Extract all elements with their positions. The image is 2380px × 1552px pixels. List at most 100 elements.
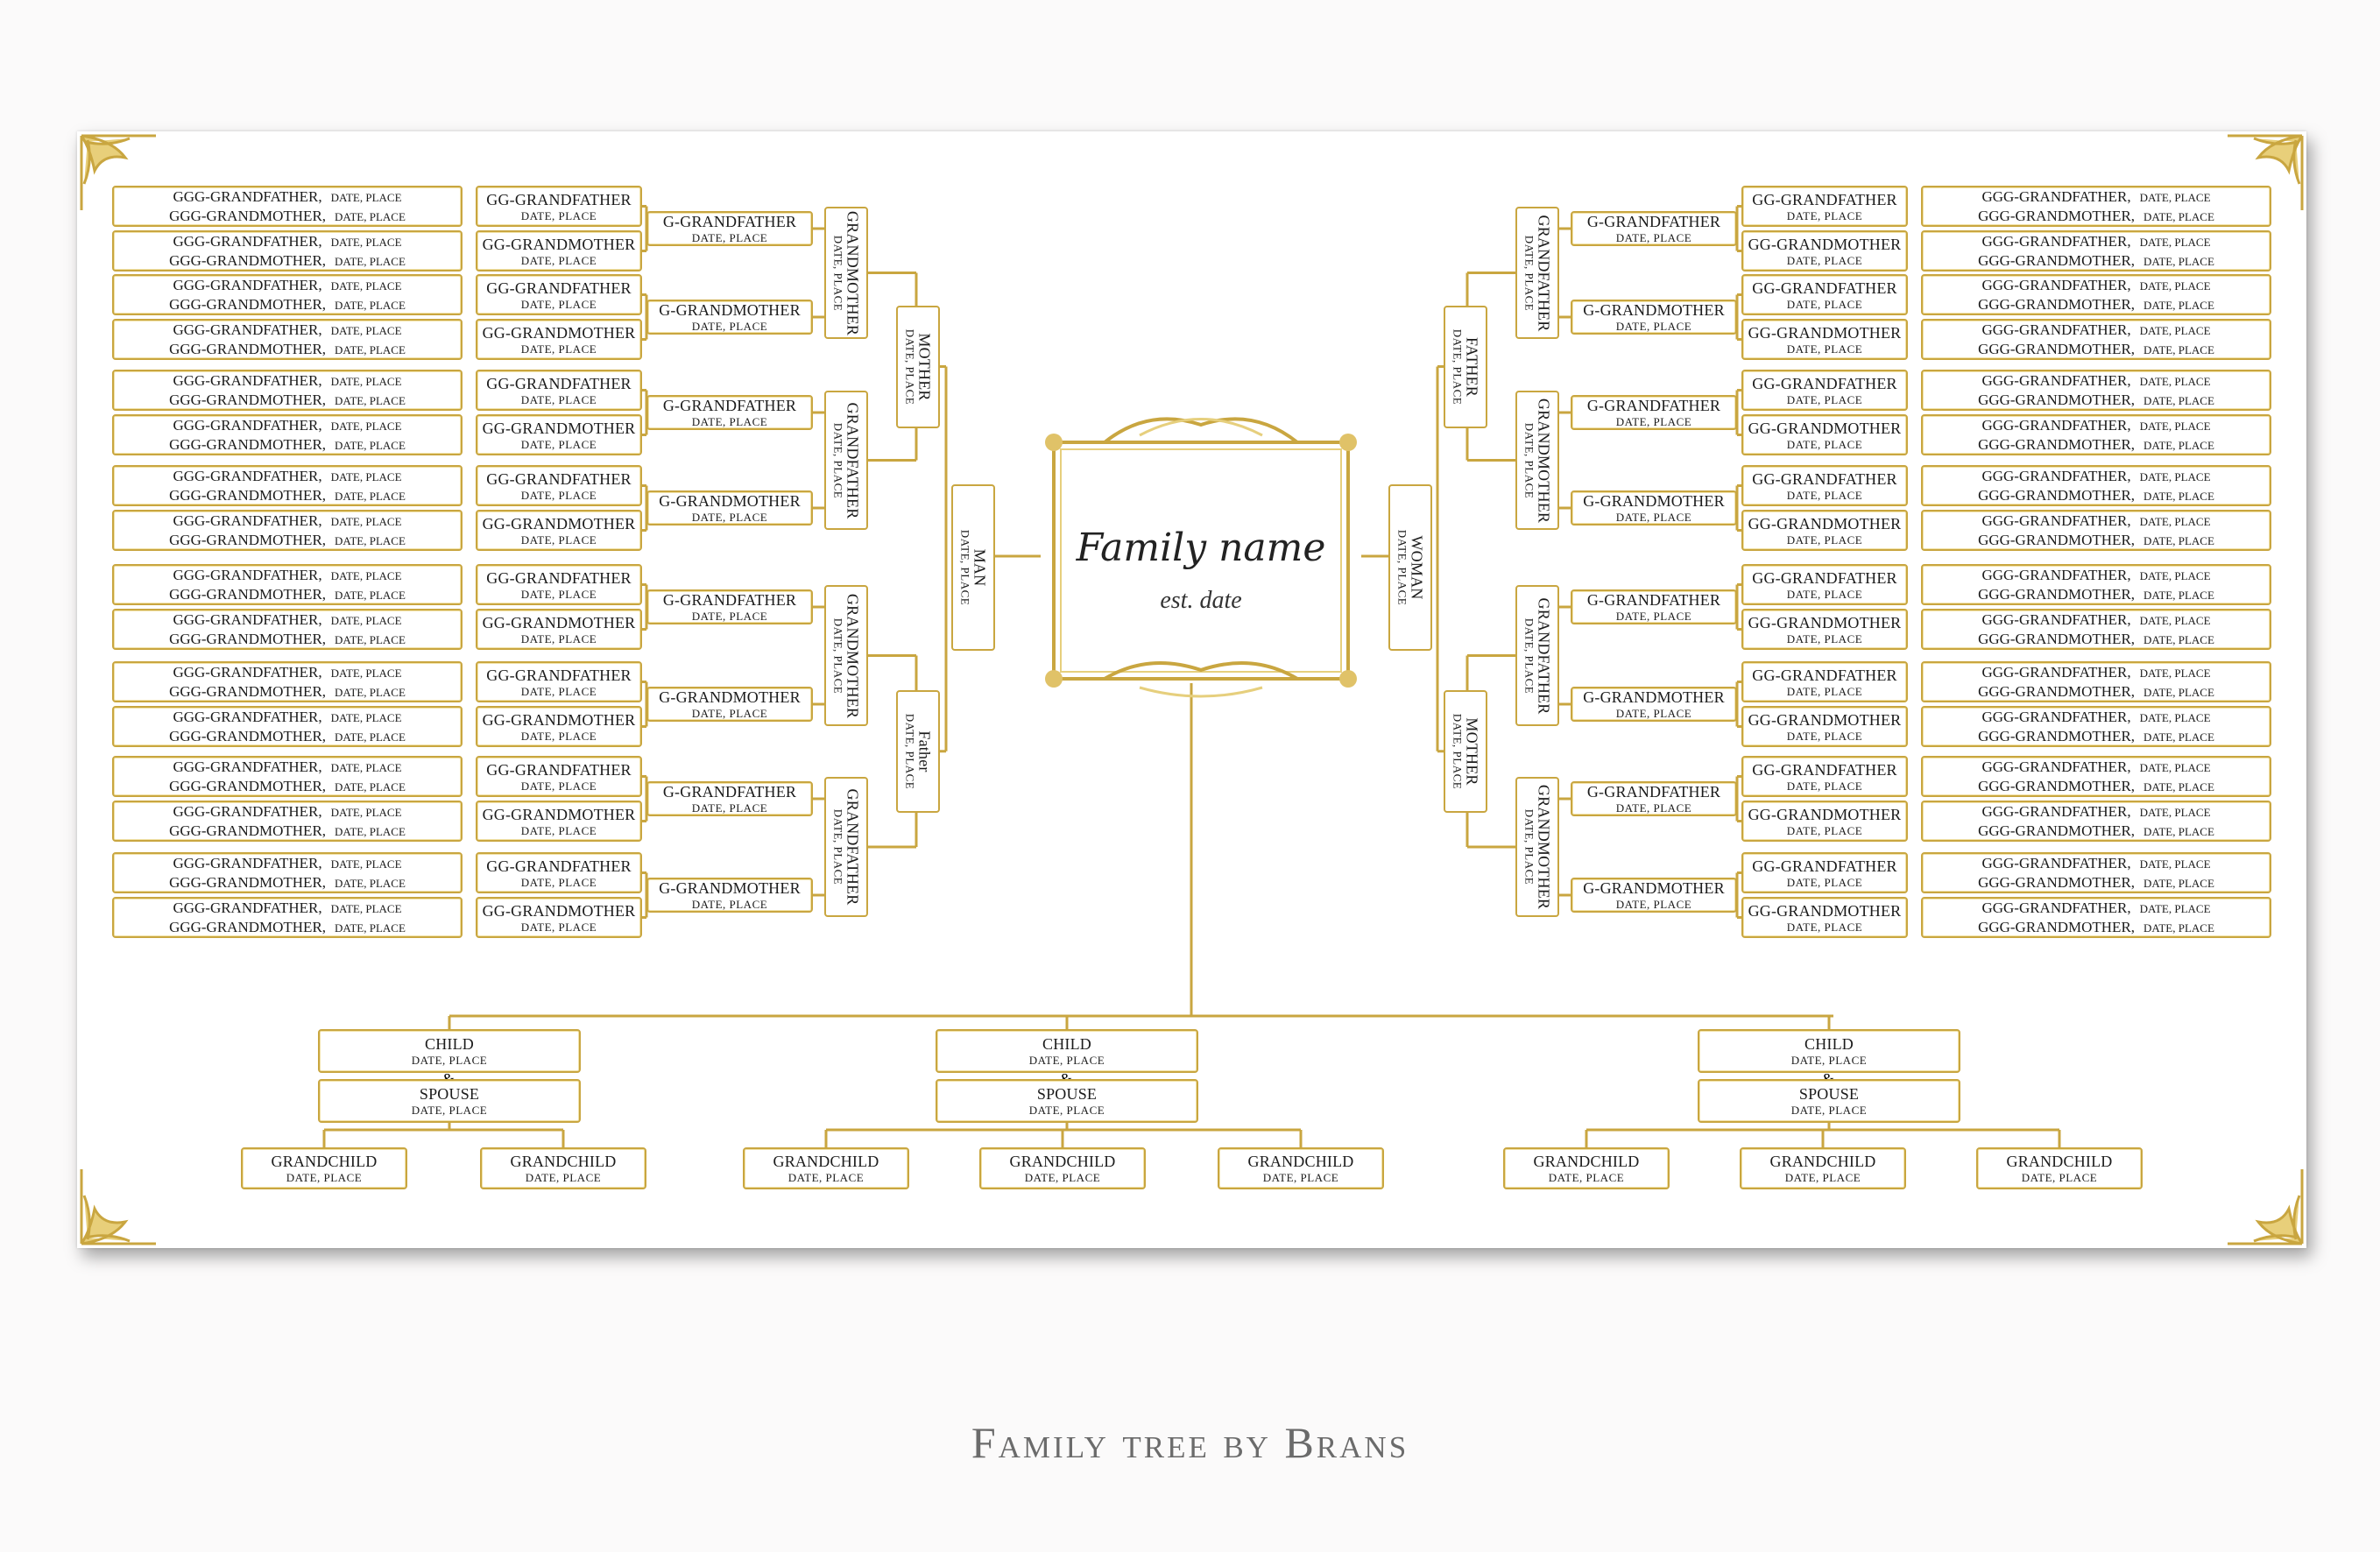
gg-box-left-4-date: DATE, PLACE	[520, 392, 597, 406]
gg-box-left-3-date: DATE, PLACE	[520, 342, 597, 356]
ggg-box-left-2-mother-date: DATE, PLACE	[335, 298, 406, 312]
ggg-box-left-3-mother-row: GGG-GRANDMOTHER,DATE, PLACE	[169, 340, 406, 358]
family-name-title: Family name	[1076, 526, 1326, 570]
ornament-bottom-left	[77, 1152, 173, 1248]
ggg-box-right-8-mother-row: GGG-GRANDMOTHER,DATE, PLACE	[1978, 585, 2214, 603]
ggg-box-right-1-mother-date: DATE, PLACE	[2143, 254, 2214, 268]
ggg-box-right-10-mother-row: GGG-GRANDMOTHER,DATE, PLACE	[1978, 682, 2214, 701]
grandparent-box-right-1-title: GRANDMOTHER	[1535, 398, 1553, 523]
gg-box-left-14-date: DATE, PLACE	[520, 875, 597, 889]
ggg-box-left-9-mother-row: GGG-GRANDMOTHER,DATE, PLACE	[169, 630, 406, 648]
ggg-box-left-9-father-date: DATE, PLACE	[330, 614, 402, 628]
g-box-left-6-title: G-GRANDFATHER	[662, 783, 797, 801]
ggg-box-left-13-father-date: DATE, PLACE	[330, 806, 402, 820]
g-box-right-0-date: DATE, PLACE	[1615, 231, 1692, 244]
g-box-right-5-date: DATE, PLACE	[1615, 707, 1692, 720]
gg-box-right-5-title: GG-GRANDMOTHER	[1748, 419, 1902, 437]
ggg-box-right-15-father-title: GGG-GRANDFATHER,	[1981, 899, 2131, 917]
ggg-box-right-14-mother-row: GGG-GRANDMOTHER,DATE, PLACE	[1978, 873, 2214, 892]
man-box-date: DATE, PLACE	[958, 529, 972, 606]
child-date-0: DATE, PLACE	[411, 1054, 488, 1067]
grandchild-title-1-1: GRANDCHILD	[1009, 1153, 1116, 1170]
ggg-box-right-6-mother-row: GGG-GRANDMOTHER,DATE, PLACE	[1978, 486, 2214, 504]
ggg-box-right-0-mother-row: GGG-GRANDMOTHER,DATE, PLACE	[1978, 207, 2214, 225]
ggg-box-right-9-father-date: DATE, PLACE	[2139, 614, 2211, 628]
g-box-right-4-title: G-GRANDFATHER	[1586, 591, 1721, 609]
g-box-right-2-date: DATE, PLACE	[1615, 415, 1692, 428]
gg-box-right-5-date: DATE, PLACE	[1786, 437, 1863, 451]
ggg-box-left-10-mother-row: GGG-GRANDMOTHER,DATE, PLACE	[169, 682, 406, 701]
ggg-box-left-5-father-date: DATE, PLACE	[330, 420, 402, 434]
ggg-box-left-7-mother-title: GGG-GRANDMOTHER,	[169, 531, 327, 548]
grandchild-title-0-0: GRANDCHILD	[271, 1153, 378, 1170]
ggg-box-left-6-father-date: DATE, PLACE	[330, 470, 402, 484]
ggg-box-right-5-mother-date: DATE, PLACE	[2143, 438, 2214, 452]
grandchild-title-2-1: GRANDCHILD	[1769, 1153, 1876, 1170]
ggg-box-right-7-father-title: GGG-GRANDFATHER,	[1981, 512, 2131, 530]
gg-box-left-15-title: GG-GRANDMOTHER	[482, 901, 636, 920]
ggg-box-right-11-mother-date: DATE, PLACE	[2143, 730, 2214, 744]
gg-box-left-7-title: GG-GRANDMOTHER	[482, 514, 636, 533]
gg-box-right-0-date: DATE, PLACE	[1786, 208, 1863, 222]
gg-box-right-11-title: GG-GRANDMOTHER	[1748, 710, 1902, 729]
ggg-box-left-7-mother-row: GGG-GRANDMOTHER,DATE, PLACE	[169, 531, 406, 549]
grandparent-box-right-1-date: DATE, PLACE	[1522, 422, 1536, 498]
grandparent-box-left-2-date: DATE, PLACE	[831, 617, 845, 694]
gg-box-right-15-title: GG-GRANDMOTHER	[1748, 901, 1902, 920]
g-box-left-7-title: G-GRANDMOTHER	[659, 879, 801, 897]
gg-box-left-2-date: DATE, PLACE	[520, 297, 597, 311]
ggg-box-left-8-father-row: GGG-GRANDFATHER,DATE, PLACE	[169, 566, 406, 584]
ornament-top-right	[2210, 131, 2306, 228]
ggg-box-left-15-mother-title: GGG-GRANDMOTHER,	[169, 918, 327, 935]
ggg-box-right-14-mother-date: DATE, PLACE	[2143, 876, 2214, 890]
gg-box-left-15-date: DATE, PLACE	[520, 920, 597, 934]
g-box-left-4-date: DATE, PLACE	[691, 610, 768, 623]
gg-box-right-10-title: GG-GRANDFATHER	[1752, 666, 1897, 684]
g-box-right-6-title: G-GRANDFATHER	[1586, 783, 1721, 801]
ggg-box-left-14-mother-date: DATE, PLACE	[335, 876, 406, 890]
ggg-box-left-0-father-title: GGG-GRANDFATHER,	[173, 188, 322, 206]
gg-box-right-12-title: GG-GRANDFATHER	[1752, 760, 1897, 779]
ggg-box-left-0-mother-date: DATE, PLACE	[335, 209, 406, 223]
ggg-box-right-3-father-date: DATE, PLACE	[2139, 324, 2211, 338]
g-box-left-1-date: DATE, PLACE	[691, 320, 768, 333]
ggg-box-right-8-mother-title: GGG-GRANDMOTHER,	[1978, 585, 2136, 603]
parent-box-right-1-date: DATE, PLACE	[1451, 713, 1465, 789]
gg-box-left-0-title: GG-GRANDFATHER	[486, 190, 632, 208]
ggg-box-right-14-father-row: GGG-GRANDFATHER,DATE, PLACE	[1978, 854, 2214, 872]
ggg-box-left-12-father-title: GGG-GRANDFATHER,	[173, 758, 322, 776]
ggg-box-left-11-father-row: GGG-GRANDFATHER,DATE, PLACE	[169, 708, 406, 726]
grandchild-date-2-1: DATE, PLACE	[1784, 1171, 1861, 1184]
